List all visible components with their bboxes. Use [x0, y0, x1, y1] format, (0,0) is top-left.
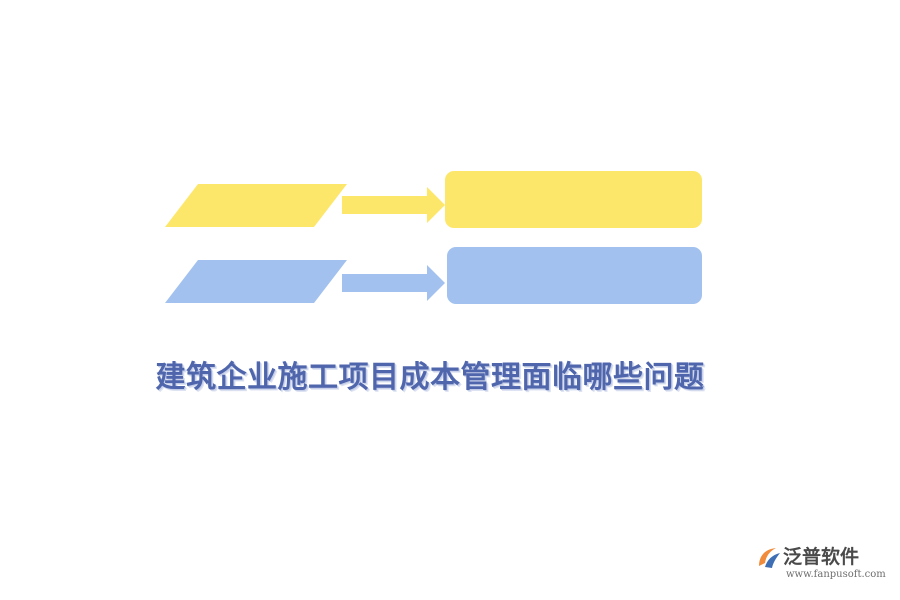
fanpu-logo-icon [759, 548, 780, 568]
flow-row-1 [165, 171, 702, 228]
logo-name: 泛普软件 [783, 546, 860, 568]
flow-row-2 [165, 247, 702, 304]
input-parallelogram-2 [165, 260, 347, 303]
logo-url: www.fanpusoft.com [786, 569, 886, 580]
arrow-1 [342, 187, 445, 223]
brand-logo[interactable]: 泛普软件 www.fanpusoft.com [756, 542, 888, 586]
input-parallelogram-1 [165, 184, 347, 227]
output-box-2 [447, 247, 702, 304]
output-box-1 [445, 171, 702, 228]
arrow-2 [342, 265, 445, 301]
diagram-title: 建筑企业施工项目成本管理面临哪些问题 [155, 360, 705, 395]
